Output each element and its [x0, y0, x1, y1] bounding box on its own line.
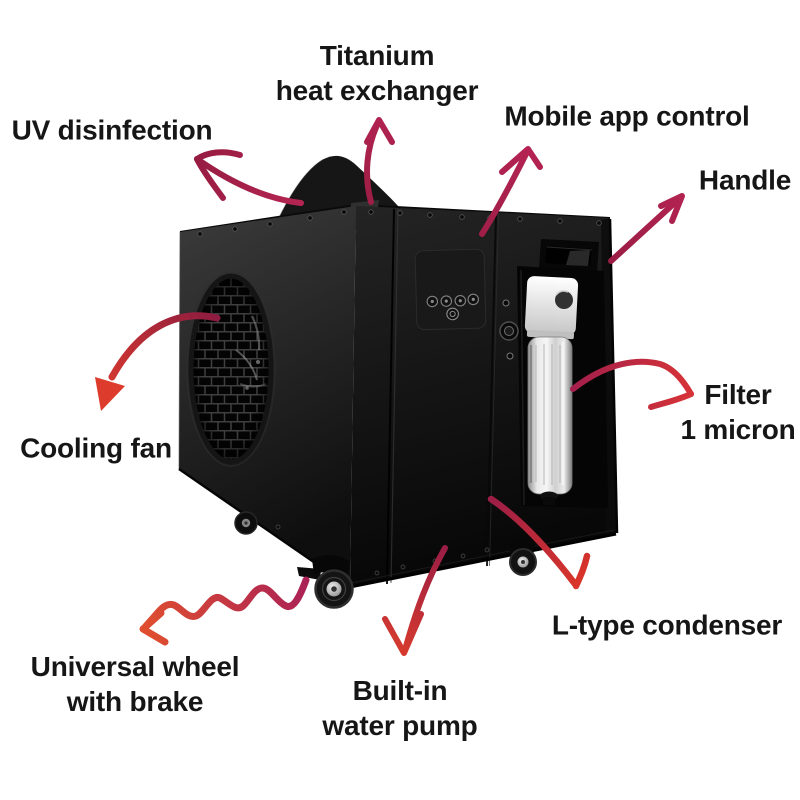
arrow-universal-wheel	[139, 576, 310, 646]
label-line: Built-in	[352, 675, 448, 706]
label-titanium-heat-exchanger: Titanium heat exchanger	[276, 38, 479, 108]
label-line: water pump	[322, 710, 478, 741]
label-uv-disinfection: UV disinfection	[12, 113, 213, 148]
arrow-mobile-app-control	[479, 146, 543, 237]
water-ports	[499, 299, 519, 360]
label-line: L-type condenser	[551, 609, 783, 641]
panel-buttons	[426, 293, 480, 321]
filter-assembly	[517, 266, 608, 508]
label-line: UV disinfection	[11, 114, 213, 146]
chiller-unit	[178, 155, 619, 609]
arrow-l-type-condenser	[487, 495, 591, 590]
filter-canister	[527, 336, 573, 495]
filter-port-hole	[555, 291, 573, 309]
arrow-built-in-water-pump	[382, 545, 448, 656]
arrow-filter	[570, 358, 694, 410]
label-line: Filter	[704, 379, 772, 410]
label-l-type-condenser: L-type condenser	[552, 608, 782, 643]
label-line: Universal wheel	[30, 651, 240, 682]
label-mobile-app-control: Mobile app control	[504, 99, 749, 134]
caster-front-left	[297, 555, 354, 609]
arrow-titanium-heat-exchanger	[364, 117, 395, 205]
label-line: Handle	[698, 164, 792, 196]
label-line: Mobile app control	[504, 100, 750, 132]
arrow-handle	[608, 193, 685, 264]
label-cooling-fan: Cooling fan	[20, 431, 172, 466]
label-handle: Handle	[699, 163, 791, 198]
arrow-cooling-fan	[95, 312, 221, 411]
annotation-arrows	[95, 117, 694, 656]
cooling-fan-grille	[186, 271, 276, 467]
arrow-uv-disinfection	[194, 149, 304, 206]
caster-rear-left	[234, 511, 258, 535]
label-line: heat exchanger	[275, 75, 479, 106]
label-line: Titanium	[319, 40, 435, 71]
label-filter-1-micron: Filter 1 micron	[680, 377, 795, 447]
label-line: with brake	[66, 686, 204, 717]
label-line: Cooling fan	[20, 432, 172, 464]
power-button-icon	[446, 307, 459, 321]
label-line: 1 micron	[680, 414, 796, 445]
label-built-in-water-pump: Built-in water pump	[322, 673, 477, 743]
caster-front-right	[509, 540, 537, 576]
label-universal-wheel-with-brake: Universal wheel with brake	[31, 649, 240, 719]
control-panel	[414, 248, 487, 331]
handle-recess	[539, 239, 599, 272]
